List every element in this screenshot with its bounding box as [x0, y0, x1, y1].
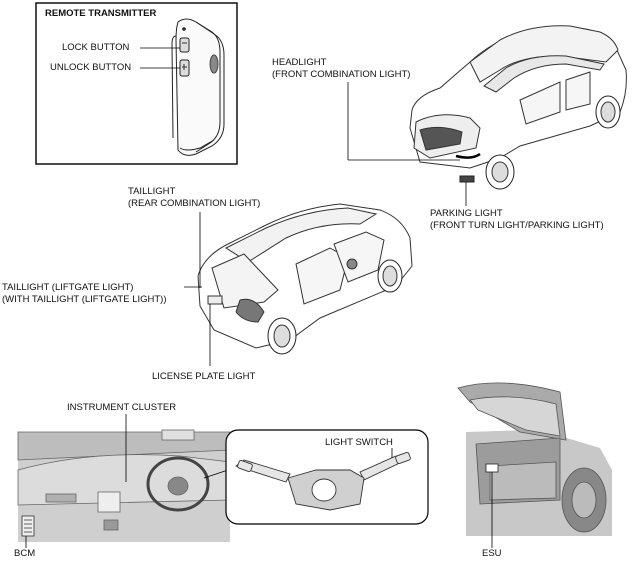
parking-line2: (FRONT TURN LIGHT/PARKING LIGHT) — [430, 219, 604, 231]
taillight-line2: (REAR COMBINATION LIGHT) — [128, 197, 261, 209]
unlock-button-label: UNLOCK BUTTON — [50, 62, 132, 73]
taillight-label: TAILLIGHT (REAR COMBINATION LIGHT) — [128, 186, 260, 209]
light-switch-callout — [225, 429, 429, 525]
esu-liftgate-illustration — [457, 382, 612, 536]
liftgate-line2: (WITH TAILLIGHT (LIFTGATE LIGHT)) — [2, 293, 167, 305]
esu-label: ESU — [482, 548, 502, 559]
parking-light-label: PARKING LIGHT (FRONT TURN LIGHT/PARKING … — [430, 208, 604, 231]
front-car-illustration — [409, 25, 627, 190]
light-switch-label: LIGHT SWITCH — [325, 437, 393, 448]
headlight-label: HEADLIGHT (FRONT COMBINATION LIGHT) — [272, 57, 410, 80]
key-fob — [171, 18, 225, 156]
rear-car-illustration — [197, 203, 413, 355]
liftgate-light-label: TAILLIGHT (LIFTGATE LIGHT) (WITH TAILLIG… — [2, 282, 167, 305]
lock-button-label: LOCK BUTTON — [62, 42, 130, 53]
remote-title: REMOTE TRANSMITTER — [45, 8, 157, 19]
taillight-line1: TAILLIGHT — [128, 186, 176, 197]
parking-line1: PARKING LIGHT — [430, 208, 503, 219]
liftgate-line1: TAILLIGHT (LIFTGATE LIGHT) — [2, 282, 134, 293]
license-plate-light-label: LICENSE PLATE LIGHT — [152, 371, 256, 382]
dashboard-illustration — [17, 429, 231, 542]
switch-pointer-line — [203, 469, 229, 479]
instrument-cluster-label: INSTRUMENT CLUSTER — [67, 402, 177, 413]
headlight-line2: (FRONT COMBINATION LIGHT) — [272, 68, 411, 80]
headlight-line1: HEADLIGHT — [272, 57, 327, 68]
bcm-label: BCM — [14, 548, 36, 559]
remote-transmitter-panel — [35, 2, 238, 165]
